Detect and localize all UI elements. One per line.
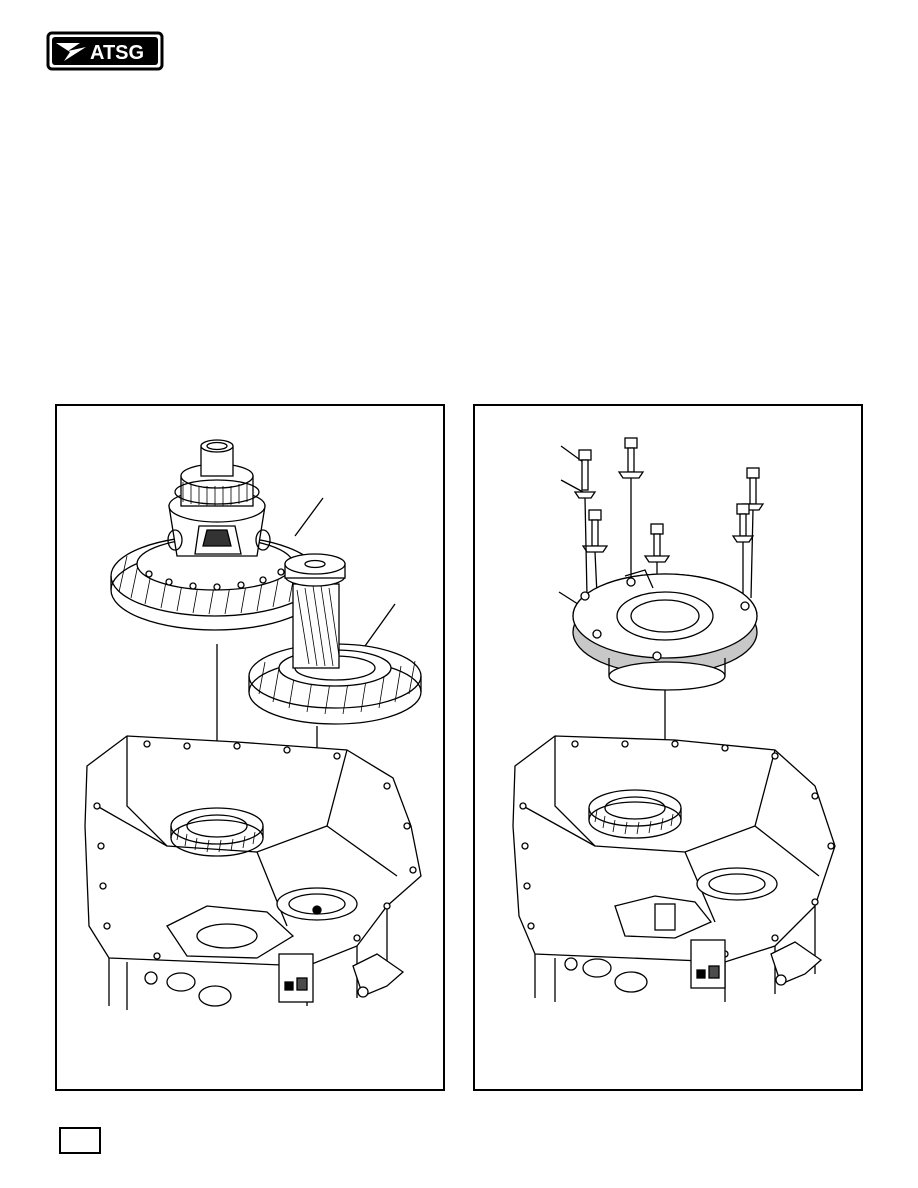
atsg-bird-icon: ATSG — [46, 31, 164, 71]
figure-left — [55, 404, 445, 1091]
callout-leader-2 — [364, 603, 396, 647]
bolt-group — [573, 437, 765, 563]
page-number-box — [59, 1127, 101, 1154]
callout-leader-1 — [294, 497, 324, 537]
differential-cover-bolts-exploded-icon — [512, 437, 836, 1002]
pinion-shaft — [292, 583, 340, 669]
logo-text: ATSG — [90, 42, 144, 64]
callout-leader-2 — [560, 479, 584, 493]
differential-and-transfer-gear-exploded-icon — [84, 439, 422, 1010]
figure-right — [473, 404, 863, 1091]
atsg-logo: ATSG — [46, 31, 164, 71]
